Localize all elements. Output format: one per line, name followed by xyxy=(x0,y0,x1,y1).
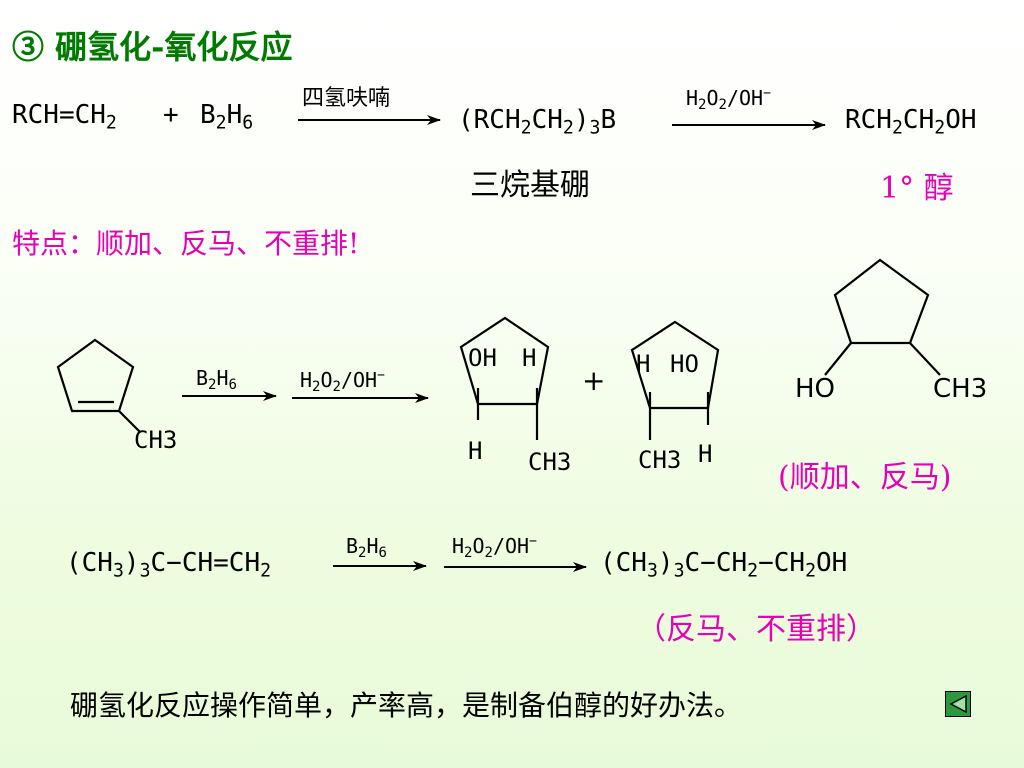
p2-h-top: H xyxy=(636,350,651,378)
features-text: 特点：顺加、反马、不重排! xyxy=(12,227,360,260)
eq1-condition1: 四氢呋喃 xyxy=(302,86,391,111)
cyclopentene-ring xyxy=(56,338,141,433)
eq2-reactant-methyl: CH3 xyxy=(134,426,178,454)
eq1-intermediate-name: 三烷基硼 xyxy=(470,168,590,203)
p3-ch3: CH3 xyxy=(933,374,988,404)
p2-h-bottom: H xyxy=(698,440,713,468)
eq2-condition2: H2O2/OH− xyxy=(300,368,385,396)
page-title: ③ 硼氢化-氧化反应 xyxy=(12,22,292,68)
product2-ring xyxy=(630,320,720,440)
eq3-product: (CH3)3C−CH2−CH2OH xyxy=(600,548,848,582)
product1-ring xyxy=(459,316,550,440)
p1-h-top: H xyxy=(522,344,537,372)
summary-text: 硼氢化反应操作简单，产率高，是制备伯醇的好办法。 xyxy=(70,689,743,722)
p2-ch3: CH3 xyxy=(638,446,682,474)
eq1-intermediate: (RCH2CH2)3B xyxy=(458,105,617,139)
eq3-note: （反马、不重排） xyxy=(636,612,876,647)
eq1-reactant1: RCH=CH2 xyxy=(12,100,117,134)
p1-ch3: CH3 xyxy=(528,448,572,476)
eq2-plus: + xyxy=(582,364,606,397)
eq2-note: (顺加、反马) xyxy=(778,460,952,495)
p2-ho: HO xyxy=(670,350,699,378)
p3-ho: HO xyxy=(795,374,836,404)
eq1-product: RCH2CH2OH xyxy=(845,105,977,139)
back-button[interactable] xyxy=(945,691,971,717)
title-text: 硼氢化-氧化反应 xyxy=(55,28,293,66)
eq2-condition1: B2H6 xyxy=(196,366,237,394)
product3-ring xyxy=(824,258,941,376)
eq3-reactant: (CH3)3C−CH=CH2 xyxy=(66,548,272,582)
circled-number: ③ xyxy=(12,28,45,66)
eq1-condition2: H2O2/OH− xyxy=(686,86,771,114)
eq3-condition1: B2H6 xyxy=(346,534,387,562)
p1-h-bottom: H xyxy=(468,437,483,465)
eq1-plus: + xyxy=(163,100,179,130)
eq1-reactant2: B2H6 xyxy=(200,100,254,134)
p1-oh: OH xyxy=(468,344,497,372)
eq3-condition2: H2O2/OH− xyxy=(452,534,537,562)
eq1-product-name: 1° 醇 xyxy=(880,171,954,206)
back-arrow-icon xyxy=(949,694,967,714)
